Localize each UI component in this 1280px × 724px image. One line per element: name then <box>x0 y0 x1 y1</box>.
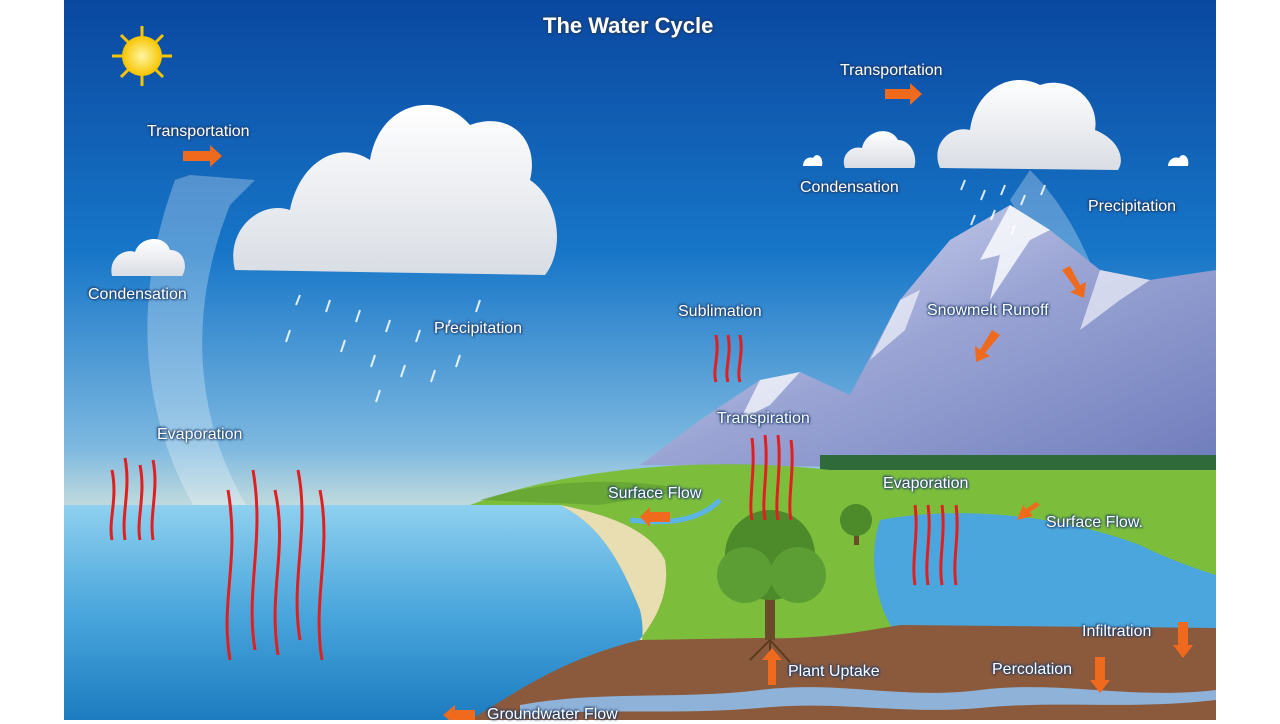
label-transportation-left: Transportation <box>147 123 250 141</box>
label-snowmelt-runoff: Snowmelt Runoff <box>927 302 1049 320</box>
label-sublimation: Sublimation <box>678 303 762 321</box>
diagram-title: The Water Cycle <box>543 13 713 39</box>
label-groundwater-flow: Groundwater Flow <box>487 706 618 724</box>
label-evaporation-lake: Evaporation <box>883 475 968 493</box>
label-percolation: Percolation <box>992 661 1072 679</box>
label-plant-uptake: Plant Uptake <box>788 663 880 681</box>
label-transportation-right: Transportation <box>840 62 943 80</box>
label-surface-flow-left: Surface Flow <box>608 485 701 503</box>
label-precipitation-right: Precipitation <box>1088 198 1176 216</box>
sun-icon <box>112 26 172 86</box>
label-precipitation-left: Precipitation <box>434 320 522 338</box>
label-condensation-left: Condensation <box>88 286 187 304</box>
label-transpiration: Transpiration <box>717 410 810 428</box>
label-infiltration: Infiltration <box>1082 623 1151 641</box>
label-evaporation-ocean: Evaporation <box>157 426 242 444</box>
label-condensation-right: Condensation <box>800 179 899 197</box>
label-surface-flow-right: Surface Flow. <box>1046 514 1143 532</box>
